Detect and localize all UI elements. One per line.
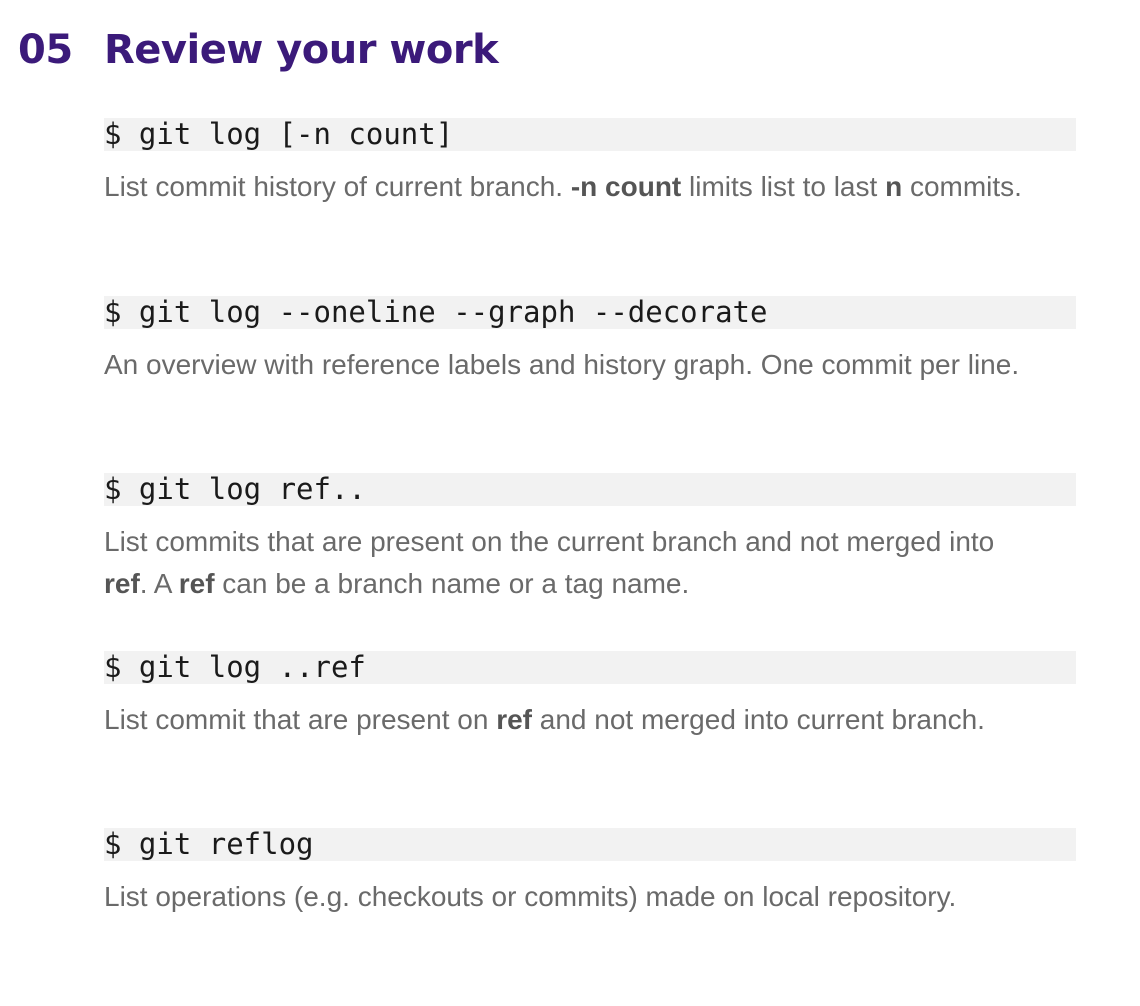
description-text: List commit that are present on <box>104 703 497 735</box>
description-text: commits. <box>902 171 1022 202</box>
description-text: . A <box>139 568 179 599</box>
command-block-git-log-range-ref: $ git log ..ref List commit that are pre… <box>104 650 1076 829</box>
description-keyword: ref <box>104 568 140 599</box>
description-text: List commit history of current branch. <box>104 171 571 202</box>
command-description: An overview with reference labels and hi… <box>104 344 1044 386</box>
command-block-git-log-oneline: $ git log --oneline --graph --decorate A… <box>104 295 1076 474</box>
section-header: 05 Review your work <box>18 22 499 78</box>
command-line: $ git log ref.. <box>104 473 1076 506</box>
description-text: and not merged into current branch. <box>531 703 985 735</box>
description-keyword: -n count <box>570 171 682 202</box>
command-description: List commits that are present on the cur… <box>104 521 1044 605</box>
command-description: List commit that are present on ref and … <box>104 699 1044 741</box>
description-text: List operations (e.g. checkouts or commi… <box>104 881 957 912</box>
description-keyword: ref <box>178 568 215 599</box>
command-line: $ git log --oneline --graph --decorate <box>104 295 1076 329</box>
command-description: List operations (e.g. checkouts or commi… <box>104 876 1044 918</box>
command-block-git-log-count: $ git log [-n count] List commit history… <box>104 118 1076 296</box>
section-title: Review your work <box>104 27 499 73</box>
command-line: $ git reflog <box>104 828 1076 861</box>
description-keyword: n <box>885 171 903 202</box>
description-text: An overview with reference labels and hi… <box>104 348 1020 380</box>
section-number: 05 <box>18 27 73 73</box>
description-text: limits list to last <box>681 171 886 202</box>
command-list: $ git log [-n count] List commit history… <box>104 118 1076 1006</box>
command-description: List commit history of current branch. -… <box>104 166 1044 208</box>
description-keyword: ref <box>496 703 532 735</box>
command-block-git-log-ref-range: $ git log ref.. List commits that are pr… <box>104 473 1076 651</box>
description-text: List commits that are present on the cur… <box>104 526 995 557</box>
command-line: $ git log ..ref <box>104 650 1076 684</box>
command-block-git-reflog: $ git reflog List operations (e.g. check… <box>104 828 1076 1006</box>
command-line: $ git log [-n count] <box>104 118 1076 151</box>
description-text: can be a branch name or a tag name. <box>214 568 690 599</box>
